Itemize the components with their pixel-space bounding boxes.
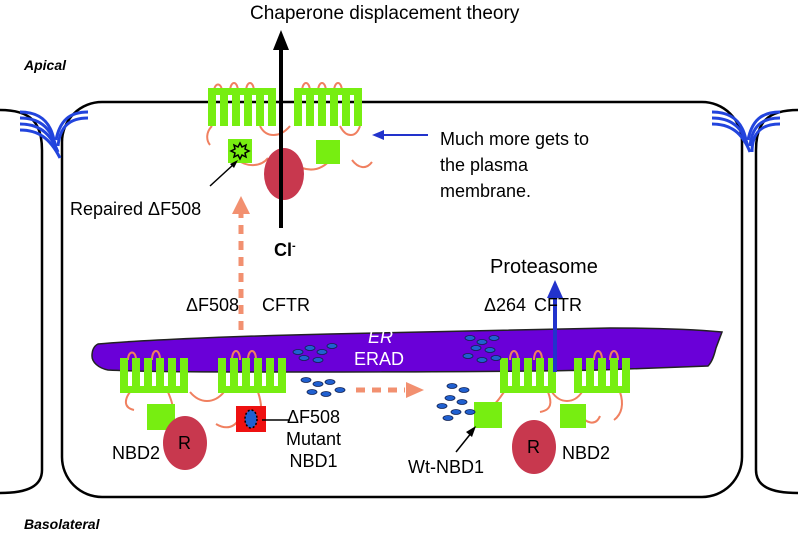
degradation-dashed-head [406,382,424,398]
right-cftr-name: CFTR [534,295,582,315]
plasma-membrane-note-line-3: membrane. [440,181,532,201]
apical-r-domain [264,148,304,200]
mutant-nbd1-label: ΔF508 Mutant NBD1 [286,406,341,472]
r-domain-right-label: R [527,437,540,457]
r-domain-left-label: R [178,433,191,453]
chloride-symbol: Cl [274,240,292,260]
epithelial-cell [60,100,744,499]
repaired-label: Repaired ΔF508 [70,199,202,219]
chaperone-cluster-cytosol-left [300,377,346,397]
erad-label: ERAD [354,349,405,369]
apical-nbd2 [316,140,340,164]
plasma-membrane-note-line-2: the plasma [440,155,529,175]
wt-pointer-line [455,431,473,453]
diagram-title: Chaperone displacement theory [250,3,520,24]
chloride-arrow-head [273,30,289,50]
plasma-membrane-note-line-1: Much more gets to [440,129,590,149]
repaired-pointer-head [230,160,238,168]
left-cftr-variant: ΔF508 [186,295,240,315]
chaperone-cluster-er-right [462,335,502,363]
left-neighbor-cell [0,108,44,495]
nbd2-left-label: NBD2 [112,443,161,463]
er-cftr-left-helices [120,358,286,393]
plasma-membrane-note: Much more gets to the plasma membrane. [440,126,589,204]
right-nbd2-box [560,404,586,428]
wt-pointer-head [466,426,476,437]
repair-star-icon [229,141,251,161]
wt-nbd1-box [474,402,502,428]
right-neighbor-cell [754,108,798,495]
mutant-chaperone-icon [244,409,258,429]
right-r-domain [512,420,556,474]
basolateral-label: Basolateral [24,516,100,532]
chaperone-cluster-cytosol-right [436,383,476,421]
chloride-label: Cl- [274,240,296,261]
nbd2-right-label: NBD2 [562,443,611,463]
mutant-label-line-1: ΔF508 [286,407,341,427]
apical-cftr-helices [208,88,362,126]
chaperone-cluster-er-left [292,343,338,363]
er-label: ER [368,327,394,347]
apical-label: Apical [24,57,67,73]
er-cftr-right-helices [500,358,630,393]
left-r-domain [163,416,207,470]
left-cftr-name: CFTR [262,295,310,315]
mutant-label-line-3: NBD1 [289,451,338,471]
tight-junction-left [19,110,89,159]
trafficking-dashed-head [232,196,250,214]
right-cftr-variant: Δ264 [484,295,527,315]
repaired-pointer-line [209,163,235,187]
chloride-charge: - [292,240,296,252]
proteasome-label: Proteasome [490,256,598,278]
mutant-label-line-2: Mutant [286,429,342,449]
tight-junction-right [711,110,781,153]
wt-nbd1-label: Wt-NBD1 [408,457,484,477]
pointer-arrow-head [372,130,384,140]
proteasome-arrow-head [547,280,563,298]
